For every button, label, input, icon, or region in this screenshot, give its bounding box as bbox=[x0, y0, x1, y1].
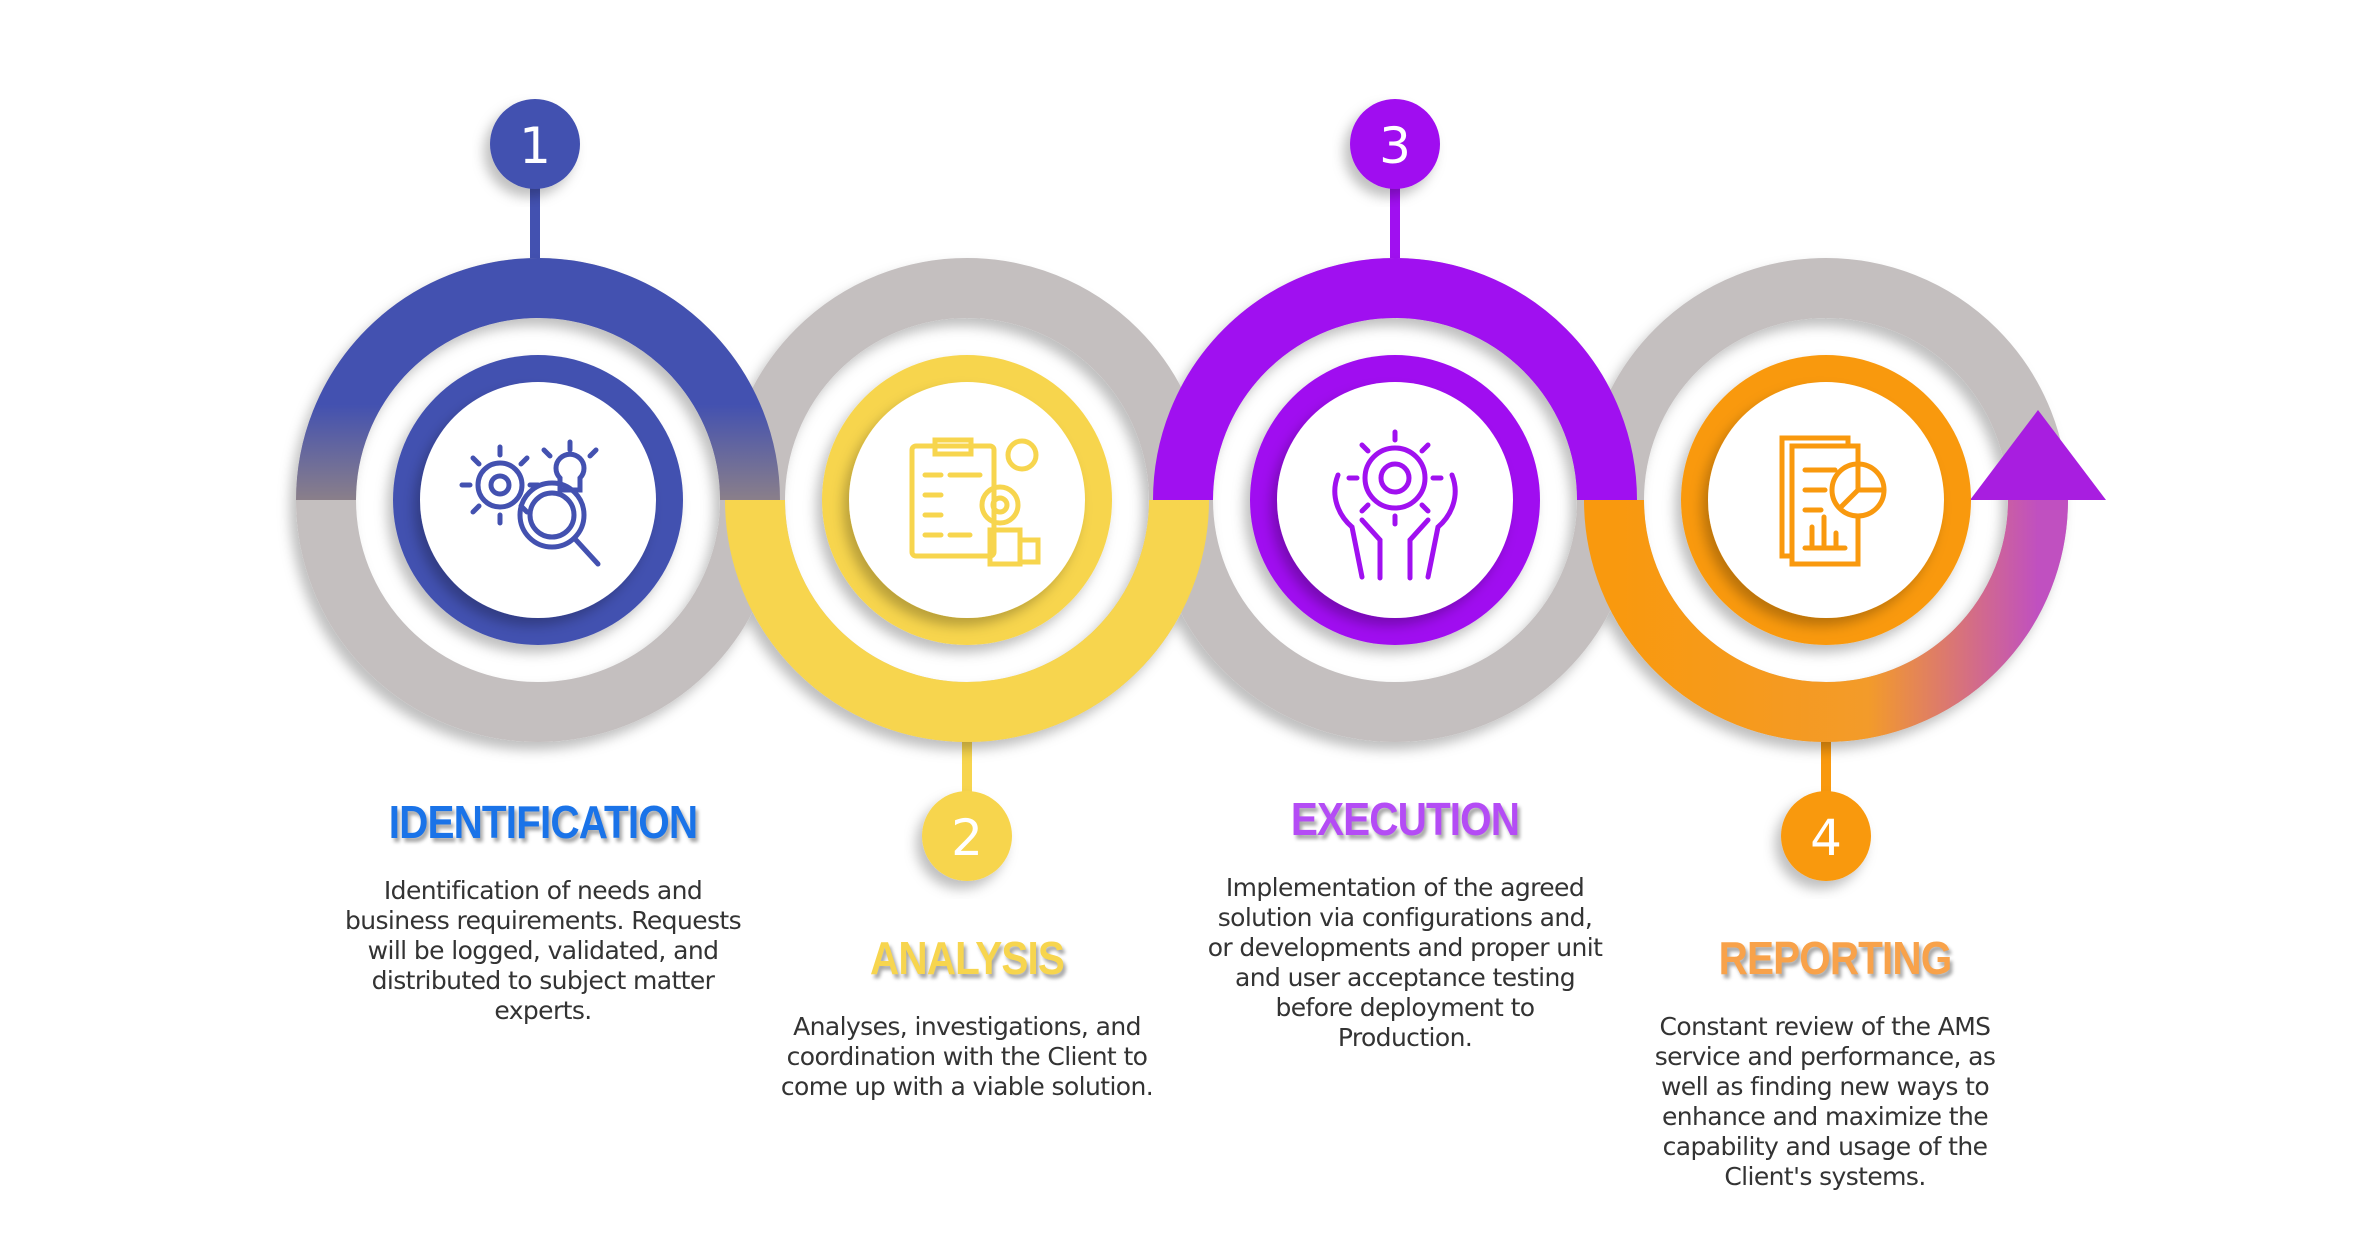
step-circle-2 bbox=[822, 355, 1112, 645]
step-badge-4: 4 bbox=[1781, 791, 1871, 881]
gears-magnifier-lightbulb-icon bbox=[459, 439, 601, 567]
step-description-execution: Implementation of the agreed solution vi… bbox=[1207, 873, 1603, 1052]
step-description-reporting: Constant review of the AMS service and p… bbox=[1654, 1012, 1996, 1191]
connectors bbox=[530, 150, 1831, 830]
ring-arc-4 bbox=[1584, 499, 2068, 742]
report-chart-icon bbox=[1779, 435, 1887, 567]
step-circle-3 bbox=[1250, 355, 1540, 645]
svg-text:1: 1 bbox=[519, 117, 551, 175]
step-title-reporting: REPORTING bbox=[1718, 932, 1953, 984]
hands-gear-icon bbox=[1332, 429, 1458, 581]
step-badge-2: 2 bbox=[922, 791, 1012, 881]
step-description-analysis: Analyses, investigations, and coordinati… bbox=[780, 1012, 1154, 1101]
ring-arc-3 bbox=[1153, 258, 1637, 501]
ring-arc-2 bbox=[725, 499, 1209, 742]
step-badge-3: 3 bbox=[1350, 99, 1440, 189]
svg-text:2: 2 bbox=[951, 809, 983, 867]
step-description-identification: Identification of needs and business req… bbox=[344, 876, 742, 1025]
arrow-head bbox=[1970, 410, 2106, 500]
svg-text:4: 4 bbox=[1810, 809, 1842, 867]
ring-arc-1 bbox=[296, 258, 780, 501]
step-badge-1: 1 bbox=[490, 99, 580, 189]
step-title-analysis: ANALYSIS bbox=[870, 932, 1065, 984]
clipboard-analysis-icon bbox=[909, 437, 1041, 567]
step-title-identification: IDENTIFICATION bbox=[388, 796, 698, 848]
svg-text:3: 3 bbox=[1379, 117, 1411, 175]
step-title-execution: EXECUTION bbox=[1290, 793, 1520, 845]
